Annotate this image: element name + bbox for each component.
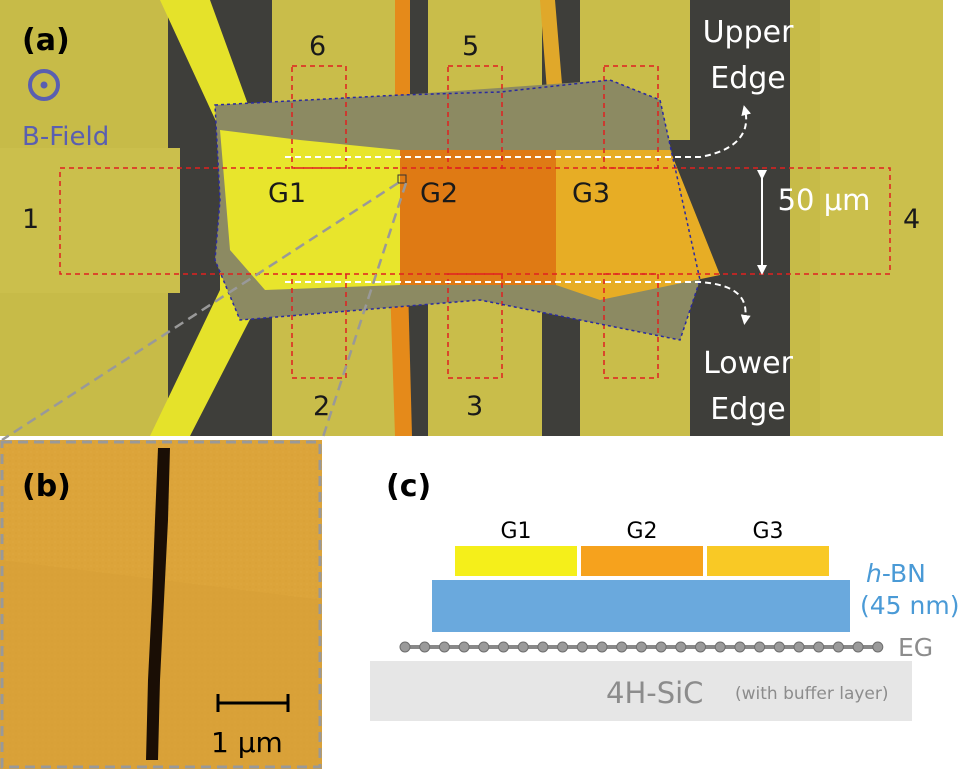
eg-atom: [557, 641, 569, 653]
upper-edge-label-line2: Edge: [710, 61, 786, 96]
schematic-label-g2: G2: [626, 519, 657, 544]
eg-atom: [832, 641, 844, 653]
contact-label-1: 1: [22, 204, 39, 235]
b-field-label: B-Field: [22, 122, 109, 152]
scale-label-50um: 50 μm: [778, 183, 871, 217]
eg-atom: [635, 641, 647, 653]
contact-label-6: 6: [309, 31, 326, 62]
hbn-layer: [432, 580, 850, 632]
eg-atom: [458, 641, 470, 653]
zoom-marker: [397, 174, 407, 184]
eg-atom: [517, 641, 529, 653]
hbn-label: h-BN: [866, 559, 926, 588]
panel-b-label: (b): [22, 469, 71, 504]
eg-atom: [852, 641, 864, 653]
gate-label-g2: G2: [420, 178, 458, 209]
eg-atom: [576, 641, 588, 653]
gate-g1: [220, 130, 400, 290]
gate-lead-g2-bottom: [390, 285, 412, 436]
lower-edge-path: [285, 281, 751, 325]
gate-label-g1: G1: [268, 178, 306, 209]
eg-atom: [498, 641, 509, 653]
contact-label-3: 3: [466, 391, 483, 422]
panel-a-micrograph: [0, 0, 943, 442]
eg-atom: [872, 641, 884, 653]
panel-a-label: (a): [22, 23, 70, 58]
upper-edge-label-line1: Upper: [703, 15, 795, 50]
eg-atom: [596, 641, 608, 653]
b-field-icon: [28, 69, 60, 101]
eg-atoms: [399, 641, 884, 653]
gate-label-g3: G3: [572, 178, 610, 209]
hbn-thickness-label: (45 nm): [860, 591, 959, 620]
eg-atom: [734, 641, 746, 653]
substrate-label: 4H-SiC: [606, 676, 703, 710]
eg-atom: [675, 641, 687, 653]
sic-substrate: [370, 661, 912, 721]
eg-atom: [793, 641, 805, 653]
panel-c-label: (c): [386, 469, 431, 504]
contact-label-4: 4: [903, 204, 920, 235]
schematic-gate-g1: [455, 546, 577, 576]
eg-atom: [695, 641, 706, 653]
eg-atom: [478, 641, 490, 653]
schematic-label-g3: G3: [752, 519, 783, 544]
gate-g3: [556, 150, 720, 300]
eg-atom: [438, 641, 450, 653]
substrate-note: (with buffer layer): [735, 684, 889, 704]
eg-atom: [813, 641, 825, 653]
lower-edge-label-line1: Lower: [703, 346, 794, 381]
lower-edge-label-line2: Edge: [710, 392, 786, 427]
schematic-label-g1: G1: [500, 519, 531, 544]
eg-label: EG: [898, 633, 933, 662]
upper-edge-path: [285, 105, 752, 158]
hallbar-outlines: [59, 65, 891, 379]
panel-c-schematic: [370, 546, 912, 721]
contact-label-5: 5: [462, 31, 479, 62]
eg-atom: [773, 641, 785, 653]
eg-atom: [399, 641, 411, 653]
schematic-gate-g3: [707, 546, 829, 576]
eg-atom: [419, 641, 431, 653]
eg-atom: [537, 641, 549, 653]
trench: [146, 448, 170, 760]
eg-atom: [616, 641, 628, 653]
contact-label-2: 2: [313, 391, 330, 422]
eg-atom: [655, 641, 667, 653]
panel-b-afm: [0, 440, 322, 769]
contact-pad-3: [428, 292, 542, 436]
eg-atom: [754, 641, 766, 653]
scale-label-1um: 1 μm: [211, 726, 283, 759]
schematic-gate-g2: [581, 546, 703, 576]
gate-g2: [400, 150, 556, 285]
eg-atom: [714, 641, 726, 653]
